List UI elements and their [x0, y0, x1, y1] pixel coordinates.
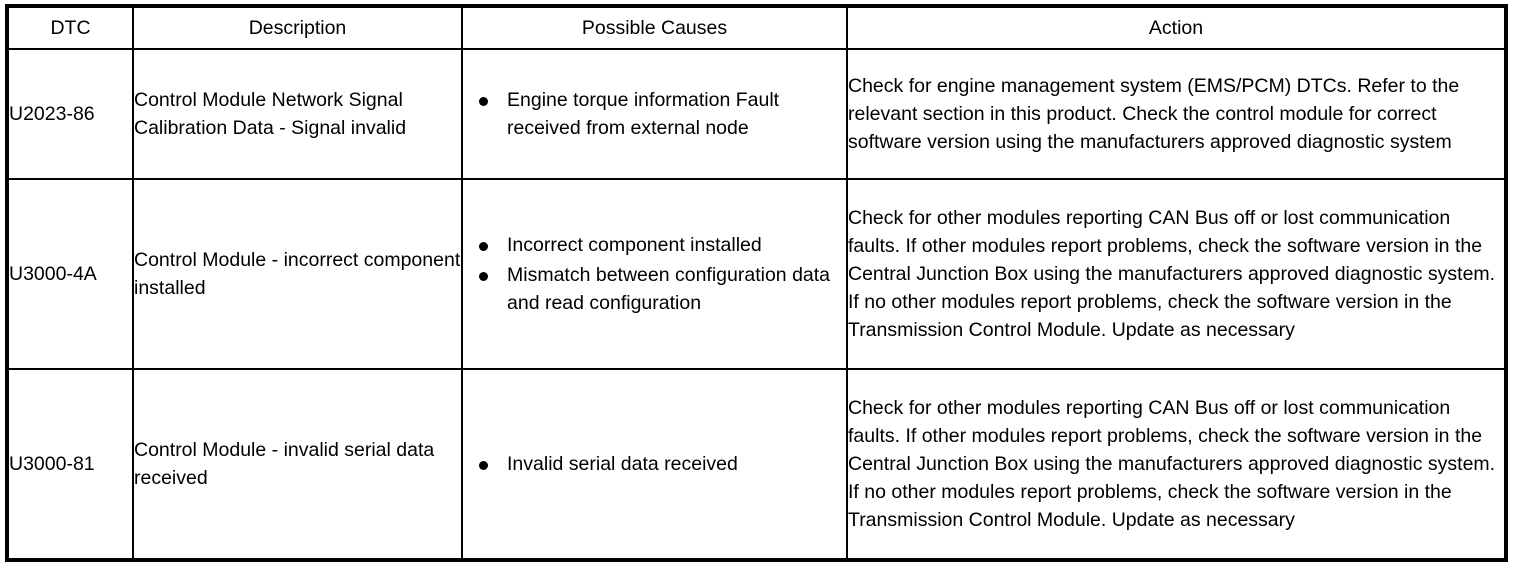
cause-text: Mismatch between configuration data and … [507, 263, 831, 315]
cause-text: Incorrect component installed [507, 233, 762, 256]
bullet-icon [479, 96, 488, 106]
table-body: U2023-86 Control Module Network Signal C… [6, 48, 1507, 561]
possible-causes-list: Engine torque information Fault received… [463, 86, 846, 142]
bullet-icon [479, 241, 488, 251]
cell-possible-causes: Incorrect component installed Mismatch b… [461, 178, 848, 370]
description-text: Control Module Network Signal Calibratio… [134, 88, 407, 139]
header-row: DTC Description Possible Causes Action [6, 5, 1507, 50]
bullet-icon [479, 271, 488, 281]
possible-causes-list: Invalid serial data received [463, 450, 846, 478]
column-header-description: Description [132, 5, 463, 50]
cell-dtc: U2023-86 [6, 48, 134, 180]
table-row: U3000-81 Control Module - invalid serial… [6, 368, 1507, 561]
cell-action: Check for other modules reporting CAN Bu… [846, 368, 1507, 561]
description-text: Control Module - invalid serial data rec… [134, 438, 435, 489]
table-header: DTC Description Possible Causes Action [6, 5, 1507, 50]
dtc-diagnostic-table: DTC Description Possible Causes Action U… [5, 4, 1508, 562]
dtc-code: U3000-4A [9, 262, 97, 285]
list-item: Incorrect component installed [463, 231, 846, 259]
dtc-code: U3000-81 [9, 452, 95, 475]
cause-text: Invalid serial data received [507, 452, 738, 475]
table-row: U3000-4A Control Module - incorrect comp… [6, 178, 1507, 370]
action-text: Check for other modules reporting CAN Bu… [848, 396, 1496, 532]
list-item: Engine torque information Fault received… [463, 86, 846, 142]
cell-action: Check for other modules reporting CAN Bu… [846, 178, 1507, 370]
cell-description: Control Module - incorrect component ins… [132, 178, 463, 370]
cell-possible-causes: Invalid serial data received [461, 368, 848, 561]
cell-action: Check for engine management system (EMS/… [846, 48, 1507, 180]
column-header-dtc: DTC [6, 5, 134, 50]
action-text: Check for engine management system (EMS/… [848, 74, 1460, 154]
list-item: Invalid serial data received [463, 450, 846, 478]
cell-possible-causes: Engine torque information Fault received… [461, 48, 848, 180]
bullet-icon [479, 460, 488, 470]
cause-text: Engine torque information Fault received… [507, 88, 780, 139]
cell-dtc: U3000-81 [6, 368, 134, 561]
action-text: Check for other modules reporting CAN Bu… [848, 206, 1496, 342]
cell-description: Control Module - invalid serial data rec… [132, 368, 463, 561]
list-item: Mismatch between configuration data and … [463, 261, 846, 317]
dtc-code: U2023-86 [9, 102, 95, 125]
cell-description: Control Module Network Signal Calibratio… [132, 48, 463, 180]
cell-dtc: U3000-4A [6, 178, 134, 370]
possible-causes-list: Incorrect component installed Mismatch b… [463, 231, 846, 317]
column-header-possible-causes: Possible Causes [461, 5, 848, 50]
description-text: Control Module - incorrect component ins… [134, 248, 461, 299]
column-header-action: Action [846, 5, 1507, 50]
table-row: U2023-86 Control Module Network Signal C… [6, 48, 1507, 180]
